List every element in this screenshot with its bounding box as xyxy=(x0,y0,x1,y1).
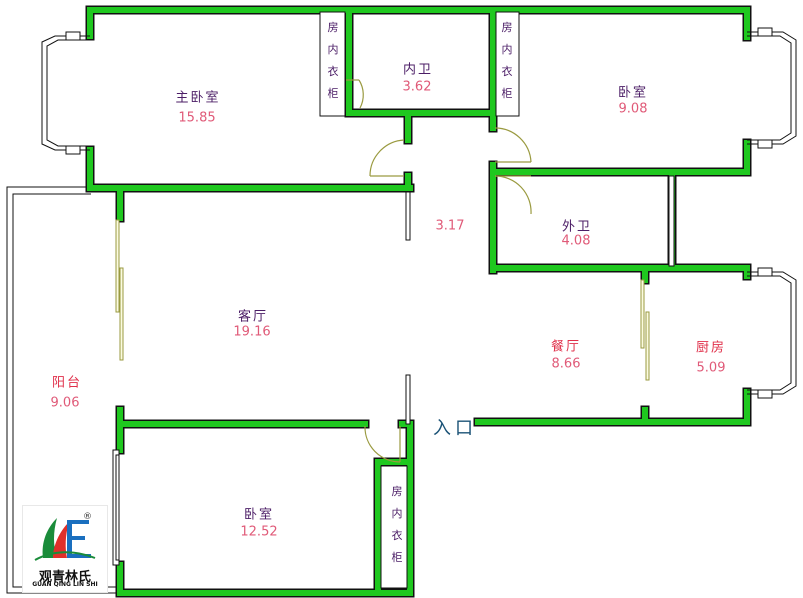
living-room-name: 客厅 xyxy=(237,309,269,325)
outer-bath-name: 外卫 xyxy=(561,219,593,235)
outer-bath-area: 4.08 xyxy=(561,233,591,249)
bay-window-west xyxy=(41,31,90,155)
living-room-area: 19.16 xyxy=(233,324,271,340)
logo-mark-icon xyxy=(34,518,96,561)
balcony-name: 阳台 xyxy=(51,375,83,391)
bay-window-east xyxy=(747,27,797,149)
logo-name: 观青林氏 xyxy=(38,570,91,585)
registered-mark: ® xyxy=(83,512,92,522)
brand-logo: ® 观青林氏 GUAN QING LIN SHI xyxy=(22,505,108,593)
inner-bath-name: 内卫 xyxy=(402,62,434,78)
kitchen-area: 5.09 xyxy=(696,360,726,376)
balcony-area: 9.06 xyxy=(50,395,80,411)
inner-bath-area: 3.62 xyxy=(402,79,432,95)
dining-room-name: 餐厅 xyxy=(550,339,582,355)
wardrobe-label-s: 房内衣柜 xyxy=(391,485,403,564)
swing-doors xyxy=(346,79,532,463)
wardrobe-label-ne: 房内衣柜 xyxy=(501,21,513,100)
bay-window-kitchen xyxy=(747,267,797,399)
wardrobe-label-master: 房内衣柜 xyxy=(327,21,339,100)
bedroom-ne-area: 9.08 xyxy=(618,101,648,117)
logo-pinyin: GUAN QING LIN SHI xyxy=(32,581,98,588)
window-bedroom-s xyxy=(112,449,120,566)
entrance-label: 入口 xyxy=(433,418,477,439)
sliding-doors xyxy=(115,219,650,381)
hall-area: 3.17 xyxy=(435,218,465,234)
bedroom-ne-name: 卧室 xyxy=(617,85,649,101)
dining-room-area: 8.66 xyxy=(551,356,581,372)
kitchen-name: 厨房 xyxy=(695,340,727,356)
wardrobes xyxy=(319,11,520,589)
master-bedroom-name: 主卧室 xyxy=(175,90,221,106)
master-bedroom-area: 15.85 xyxy=(178,110,216,126)
bedroom-s-name: 卧室 xyxy=(243,507,275,523)
walls-fill xyxy=(87,7,750,596)
bedroom-s-area: 12.52 xyxy=(240,524,278,540)
partitions xyxy=(405,175,675,425)
